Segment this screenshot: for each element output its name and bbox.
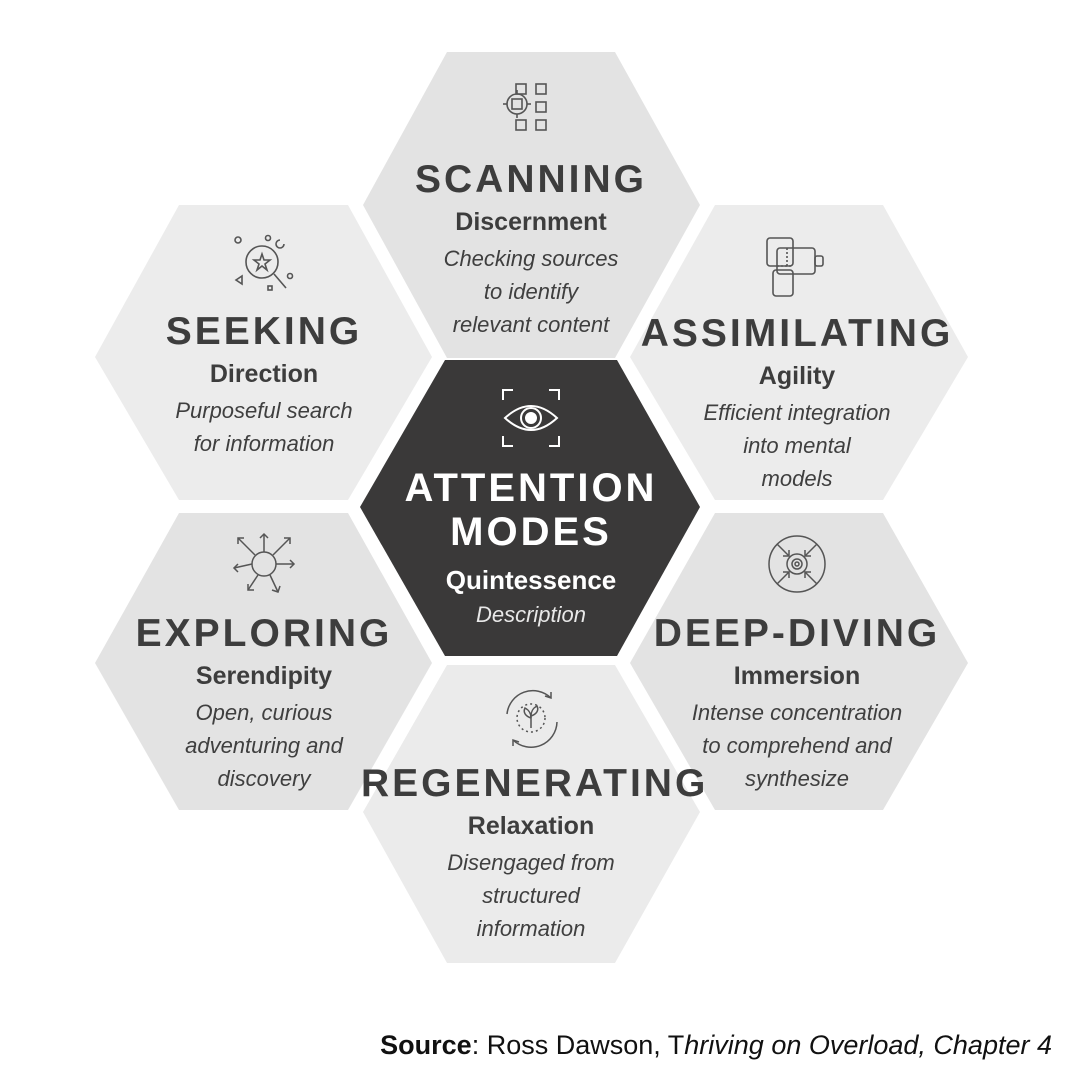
hex-seeking <box>95 205 432 500</box>
mode-title: SEEKING <box>165 310 363 353</box>
mode-description: Efficient integration into mental models <box>627 396 967 495</box>
cycle-sprout-icon <box>506 689 558 748</box>
mode-regenerating: REGENERATING Relaxation Disengaged from … <box>361 686 709 945</box>
eye-icon <box>502 389 560 447</box>
mode-description: Purposeful search for information <box>94 394 434 460</box>
desc-line: for information <box>193 431 335 456</box>
hex-exploring <box>95 513 432 810</box>
source-label: Source <box>380 1030 472 1060</box>
mode-scanning: SCANNING Discernment Checking sources to… <box>361 80 701 341</box>
mode-description: Checking sources to identify relevant co… <box>361 242 701 341</box>
mode-title: ASSIMILATING <box>640 312 954 355</box>
mode-title: REGENERATING <box>361 762 709 805</box>
desc-line: models <box>761 466 833 491</box>
puzzle-blocks-icon <box>766 237 824 297</box>
desc-line: adventuring and <box>185 733 343 758</box>
magnifier-star-icon <box>234 234 294 291</box>
mode-title: DEEP-DIVING <box>653 612 941 655</box>
hex-assimilating <box>630 205 968 500</box>
desc-line: Intense concentration <box>691 700 903 725</box>
center-title-line1: ATTENTION <box>404 466 658 510</box>
source-separator: : <box>471 1030 487 1060</box>
desc-line: Open, curious <box>195 700 333 725</box>
desc-line: Checking sources <box>443 246 619 271</box>
desc-line: structured <box>482 883 580 908</box>
mode-quality: Direction <box>209 360 319 388</box>
desc-line: into mental <box>743 433 851 458</box>
desc-line: Disengaged from <box>447 850 615 875</box>
hex-deep-diving <box>630 513 968 810</box>
mode-description: Intense concentration to comprehend and … <box>627 696 967 795</box>
center-title-line2: MODES <box>450 510 612 554</box>
desc-line: to comprehend and <box>702 733 892 758</box>
desc-line: relevant content <box>452 312 610 337</box>
mode-quality: Agility <box>758 362 836 390</box>
radiating-arrows-icon <box>232 532 296 593</box>
mode-seeking: SEEKING Direction Purposeful search for … <box>94 232 434 460</box>
hex-regenerating <box>363 665 700 963</box>
desc-line: to identify <box>483 279 579 304</box>
desc-line: information <box>476 916 586 941</box>
hex-scanning <box>363 52 700 358</box>
mode-quality: Serendipity <box>195 662 333 690</box>
source-book-title: hriving on Overload, Chapter 4 <box>684 1030 1052 1060</box>
center-attention-modes: ATTENTION MODES Quintessence Description <box>361 386 701 631</box>
desc-line: Purposeful search <box>175 398 353 423</box>
mode-exploring: EXPLORING Serendipity Open, curious adve… <box>94 530 434 795</box>
mode-description: Disengaged from structured information <box>361 846 701 945</box>
source-citation: Source: Ross Dawson, Thriving on Overloa… <box>380 1030 1052 1061</box>
target-inward-arrows-icon <box>768 535 826 593</box>
mode-description: Open, curious adventuring and discovery <box>94 696 434 795</box>
hex-center <box>360 360 700 656</box>
mode-quality: Discernment <box>455 208 607 236</box>
mode-quality: Immersion <box>733 662 861 690</box>
mode-title: SCANNING <box>414 158 647 201</box>
desc-line: discovery <box>217 766 311 791</box>
desc-line: synthesize <box>745 766 849 791</box>
scan-grid-icon <box>503 83 547 131</box>
center-quality: Quintessence <box>445 565 617 595</box>
mode-quality: Relaxation <box>467 812 595 840</box>
mode-title: EXPLORING <box>135 612 393 655</box>
mode-deep-diving: DEEP-DIVING Immersion Intense concentrat… <box>627 532 967 795</box>
desc-line: Efficient integration <box>703 400 891 425</box>
center-description: Description <box>475 602 587 627</box>
source-author: Ross Dawson, T <box>486 1030 685 1060</box>
mode-assimilating: ASSIMILATING Agility Efficient integrati… <box>627 236 967 495</box>
